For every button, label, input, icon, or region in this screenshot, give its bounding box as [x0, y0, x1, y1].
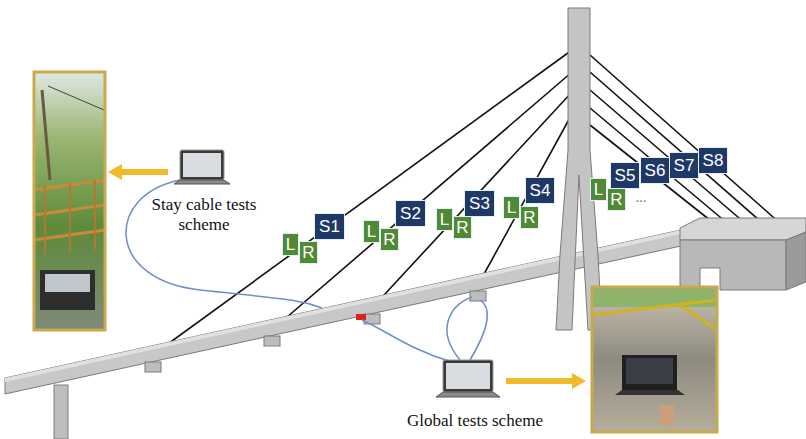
side-tag: R: [453, 216, 472, 239]
tag-text: R: [383, 231, 395, 248]
laptop-icon: [174, 150, 230, 184]
side-tag: L: [503, 196, 520, 219]
sensor-tag: S8: [698, 147, 728, 174]
tag-text: L: [286, 236, 295, 253]
scheme-label: Global tests scheme: [360, 411, 590, 431]
side-tag: R: [607, 188, 626, 211]
side-tag: R: [520, 206, 539, 229]
side-tag: L: [282, 233, 299, 256]
site-photo: [34, 72, 105, 330]
sensor-tag: S2: [395, 200, 426, 227]
laptop-icon: [436, 360, 500, 397]
tag-text: R: [456, 219, 468, 236]
side-tag: L: [363, 220, 380, 243]
tag-text: S8: [703, 152, 724, 169]
sensor-tag: S3: [464, 190, 495, 217]
tag-text: S1: [319, 218, 340, 235]
tag-text: S2: [400, 205, 421, 222]
sensor-tag: S4: [525, 177, 555, 204]
tag-text: S5: [615, 167, 636, 184]
tag-text: S3: [469, 195, 490, 212]
tag-text: S7: [674, 157, 695, 174]
ellipsis-mark: ...: [626, 190, 656, 206]
side-tag: L: [436, 208, 453, 231]
tag-text: L: [594, 181, 603, 198]
site-photo: [592, 287, 717, 432]
tag-text: S6: [645, 162, 666, 179]
sensor-tag: S7: [669, 152, 699, 179]
side-tag: R: [299, 241, 318, 264]
tag-text: R: [302, 244, 314, 261]
sensor-tag: S6: [640, 157, 670, 184]
sensor-tag: S1: [314, 213, 345, 240]
side-tag: R: [380, 228, 399, 251]
sensor-tag: S5: [610, 162, 640, 189]
tag-text: L: [507, 199, 516, 216]
tag-text: R: [610, 191, 622, 208]
tag-text: S4: [530, 182, 551, 199]
side-tag: L: [590, 178, 607, 201]
tag-text: L: [367, 223, 376, 240]
scheme-label: Stay cable tests scheme: [146, 195, 262, 234]
tag-text: L: [440, 211, 449, 228]
tag-text: R: [523, 209, 535, 226]
